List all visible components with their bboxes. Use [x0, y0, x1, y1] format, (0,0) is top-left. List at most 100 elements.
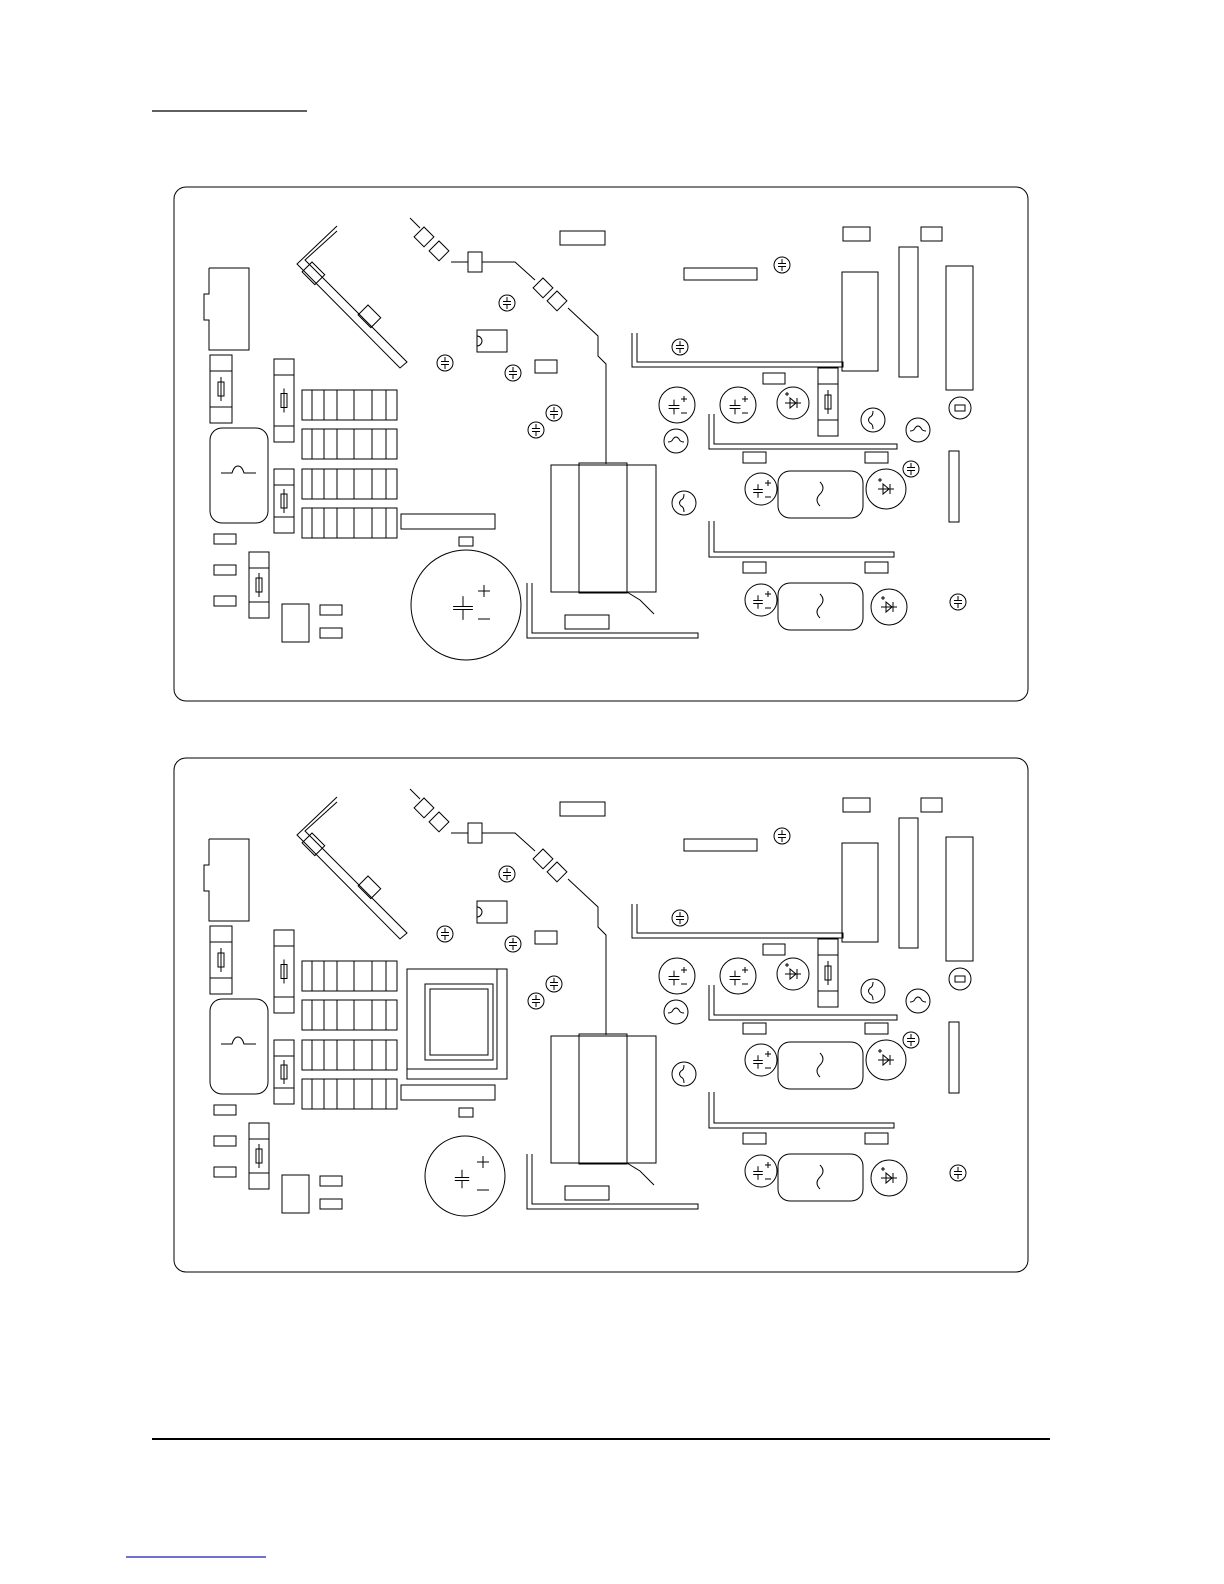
transformer-frame [407, 969, 507, 1079]
pcb-layout-bottom [174, 758, 1028, 1272]
resistor-small [865, 452, 888, 463]
resistor-small [743, 562, 766, 573]
resistor-small [459, 1108, 473, 1117]
diode-component [547, 862, 567, 882]
ground-trace [709, 521, 894, 557]
bulk-capacitor [411, 550, 521, 660]
resistor-small [459, 537, 473, 546]
ic-package [899, 247, 918, 377]
filter-inductor [778, 1042, 863, 1089]
pcb-layout-top [174, 187, 1028, 701]
coil-icon [869, 982, 874, 1000]
ic-notch-icon [477, 907, 482, 917]
diode-component [533, 849, 553, 869]
trace-line [482, 833, 535, 851]
resistor-small [763, 944, 785, 955]
resistor-small [921, 798, 942, 812]
input-connector [204, 839, 249, 921]
resistor-block [560, 802, 605, 816]
resistor-small [743, 1023, 766, 1034]
connector-strip [684, 268, 757, 280]
ground-trace [527, 583, 698, 638]
coil-icon [869, 411, 874, 429]
relay-block [302, 508, 397, 538]
relay-block [302, 429, 397, 459]
trace-line [410, 218, 420, 228]
ic-package [842, 843, 878, 942]
trace-line [568, 308, 606, 464]
resistor-vertical [468, 252, 482, 272]
resistor-small [843, 798, 870, 812]
resistor-small [921, 227, 942, 241]
resistor-small [865, 1133, 888, 1144]
diagonal-heatsink [297, 797, 407, 939]
ic-package [899, 818, 918, 948]
resistor-small [535, 931, 557, 944]
test-point [949, 968, 971, 990]
diode-component [533, 278, 553, 298]
test-point [949, 397, 971, 419]
inductor-icon [817, 482, 823, 506]
coil-icon [910, 426, 926, 431]
ic-package [946, 837, 973, 961]
inductor-icon [817, 594, 823, 618]
connector-strip [684, 839, 757, 851]
resistor-small [320, 605, 342, 615]
ground-trace [527, 1154, 698, 1209]
relay-block [302, 1000, 397, 1030]
filter-coil-icon [221, 1037, 256, 1044]
coil-icon [668, 437, 684, 442]
optocoupler [282, 604, 309, 642]
ground-trace [709, 1092, 894, 1128]
filter-inductor [778, 1154, 863, 1201]
inductor-icon [817, 1053, 823, 1077]
coil-icon [910, 997, 926, 1002]
connector-strip [949, 451, 959, 522]
resistor-small [214, 1105, 236, 1115]
resistor-small [214, 596, 236, 606]
relay-block [302, 469, 397, 499]
resistor-small [535, 360, 557, 373]
resistor-small [763, 373, 785, 384]
test-point-pad [955, 405, 965, 411]
ic-package [946, 266, 973, 390]
filter-inductor [778, 471, 863, 518]
ic-notch-icon [477, 336, 482, 346]
resistor-small [214, 1136, 236, 1146]
line-filter-coil [210, 999, 268, 1094]
coil-component [906, 989, 930, 1013]
input-connector [204, 268, 249, 350]
resistor-vertical [468, 823, 482, 843]
coil-component [906, 418, 930, 442]
resistor-small [214, 534, 236, 544]
resistor-small [214, 565, 236, 575]
transformer-core [430, 989, 488, 1055]
relay-block [302, 961, 397, 991]
resistor-block [560, 231, 605, 245]
transformer-winding [579, 463, 627, 593]
resistor-small [843, 227, 870, 241]
coil-component [664, 429, 688, 453]
main-transformer [551, 1036, 656, 1163]
resistor-small [320, 628, 342, 638]
connector-strip [401, 1085, 495, 1100]
resistor-block [565, 1186, 609, 1200]
diode-component [429, 241, 449, 261]
resistor-block [565, 615, 609, 629]
trace-line [482, 262, 535, 280]
ic-package [842, 272, 878, 371]
inductor-icon [817, 1165, 823, 1189]
connector-strip [401, 1085, 495, 1100]
ground-trace [632, 904, 843, 938]
resistor-small [865, 1023, 888, 1034]
coil-icon [680, 494, 685, 512]
diode-component [414, 227, 434, 247]
transformer-core [425, 984, 493, 1060]
diode-component [547, 291, 567, 311]
bulk-capacitor [425, 1136, 505, 1216]
relay-block [302, 390, 397, 420]
optocoupler [282, 1175, 309, 1213]
trace-line [627, 592, 654, 614]
diode-component [429, 812, 449, 832]
diagonal-heatsink [297, 226, 407, 368]
